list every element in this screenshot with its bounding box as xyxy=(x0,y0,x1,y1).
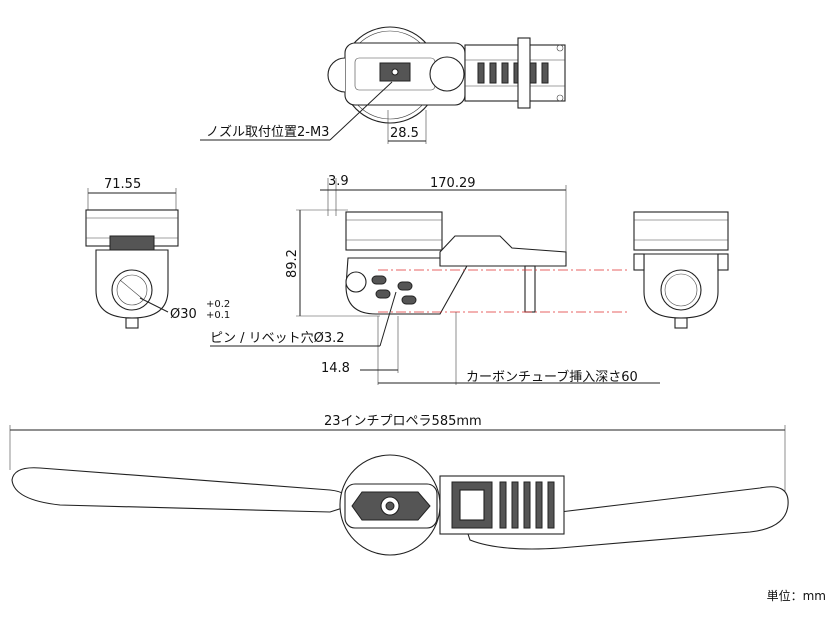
dim-71-55: 71.55 xyxy=(104,177,141,192)
unit-label: 単位：mm xyxy=(766,589,826,603)
propeller-blade-left xyxy=(11,467,353,513)
pin-rivet-hole-label: ピン / リベット穴Ø3.2 xyxy=(210,331,345,346)
dim-14-8: 14.8 xyxy=(321,361,350,376)
tolerance-lower: +0.1 xyxy=(206,310,230,321)
arm-center xyxy=(439,235,567,267)
motor-right xyxy=(633,211,729,251)
tolerance-upper: +0.2 xyxy=(206,299,230,310)
dim-170-29: 170.29 xyxy=(430,176,476,191)
tube-bore-right xyxy=(660,269,702,311)
tube-insertion-depth-label: カーボンチューブ挿入深さ60 xyxy=(466,369,638,385)
dim-diameter-30: Ø30 xyxy=(170,307,197,322)
top-view xyxy=(200,26,566,144)
dim-3-9: 3.9 xyxy=(328,174,349,189)
dim-89-2: 89.2 xyxy=(285,249,300,278)
nozzle-leader-line xyxy=(329,81,393,141)
left-side-view xyxy=(85,188,179,329)
nozzle-mount-label: ノズル取付位置2-M3 xyxy=(206,124,329,140)
dim-28-5: 28.5 xyxy=(390,126,419,141)
propeller-size-label: 23インチプロペラ585mm xyxy=(324,414,482,429)
propeller-view xyxy=(9,425,789,556)
center-side-view xyxy=(210,178,660,385)
motor-center xyxy=(345,211,443,251)
right-side-view xyxy=(633,211,729,329)
